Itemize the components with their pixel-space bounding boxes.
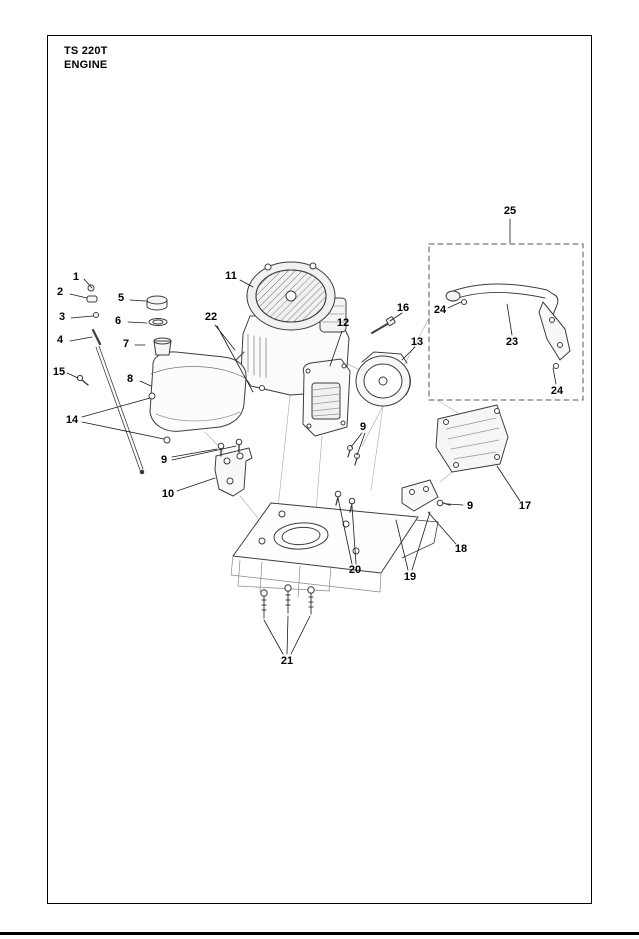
engine-mount-bracket-drawing: [302, 358, 351, 437]
alignment-lines: [204, 315, 469, 519]
bracket-18-drawing: [401, 479, 451, 512]
support-bracket-drawing: [214, 438, 253, 497]
page-header: TS 220T ENGINE: [64, 44, 108, 72]
fuel-line-parts-drawing: [76, 284, 145, 475]
footer-rule: [0, 932, 639, 935]
screws-20-drawing: [334, 490, 356, 513]
heat-shield-drawing: [435, 404, 509, 473]
handle-drawing: [445, 283, 571, 369]
bolt-16-drawing: [371, 316, 396, 334]
engine-drawing: [235, 261, 350, 396]
leader-lines: [66, 218, 557, 655]
screws-9-middle-drawing: [347, 445, 360, 466]
bolts-21-drawing: [260, 584, 315, 619]
handle-kit-box: [428, 243, 584, 401]
model-title: TS 220T: [64, 45, 108, 57]
section-title: ENGINE: [64, 59, 108, 71]
frame-plate-drawing: [230, 502, 439, 598]
diagram-frame: [47, 35, 592, 904]
fuel-tank-drawing: [146, 295, 247, 444]
muffler-drawing: [355, 351, 411, 407]
